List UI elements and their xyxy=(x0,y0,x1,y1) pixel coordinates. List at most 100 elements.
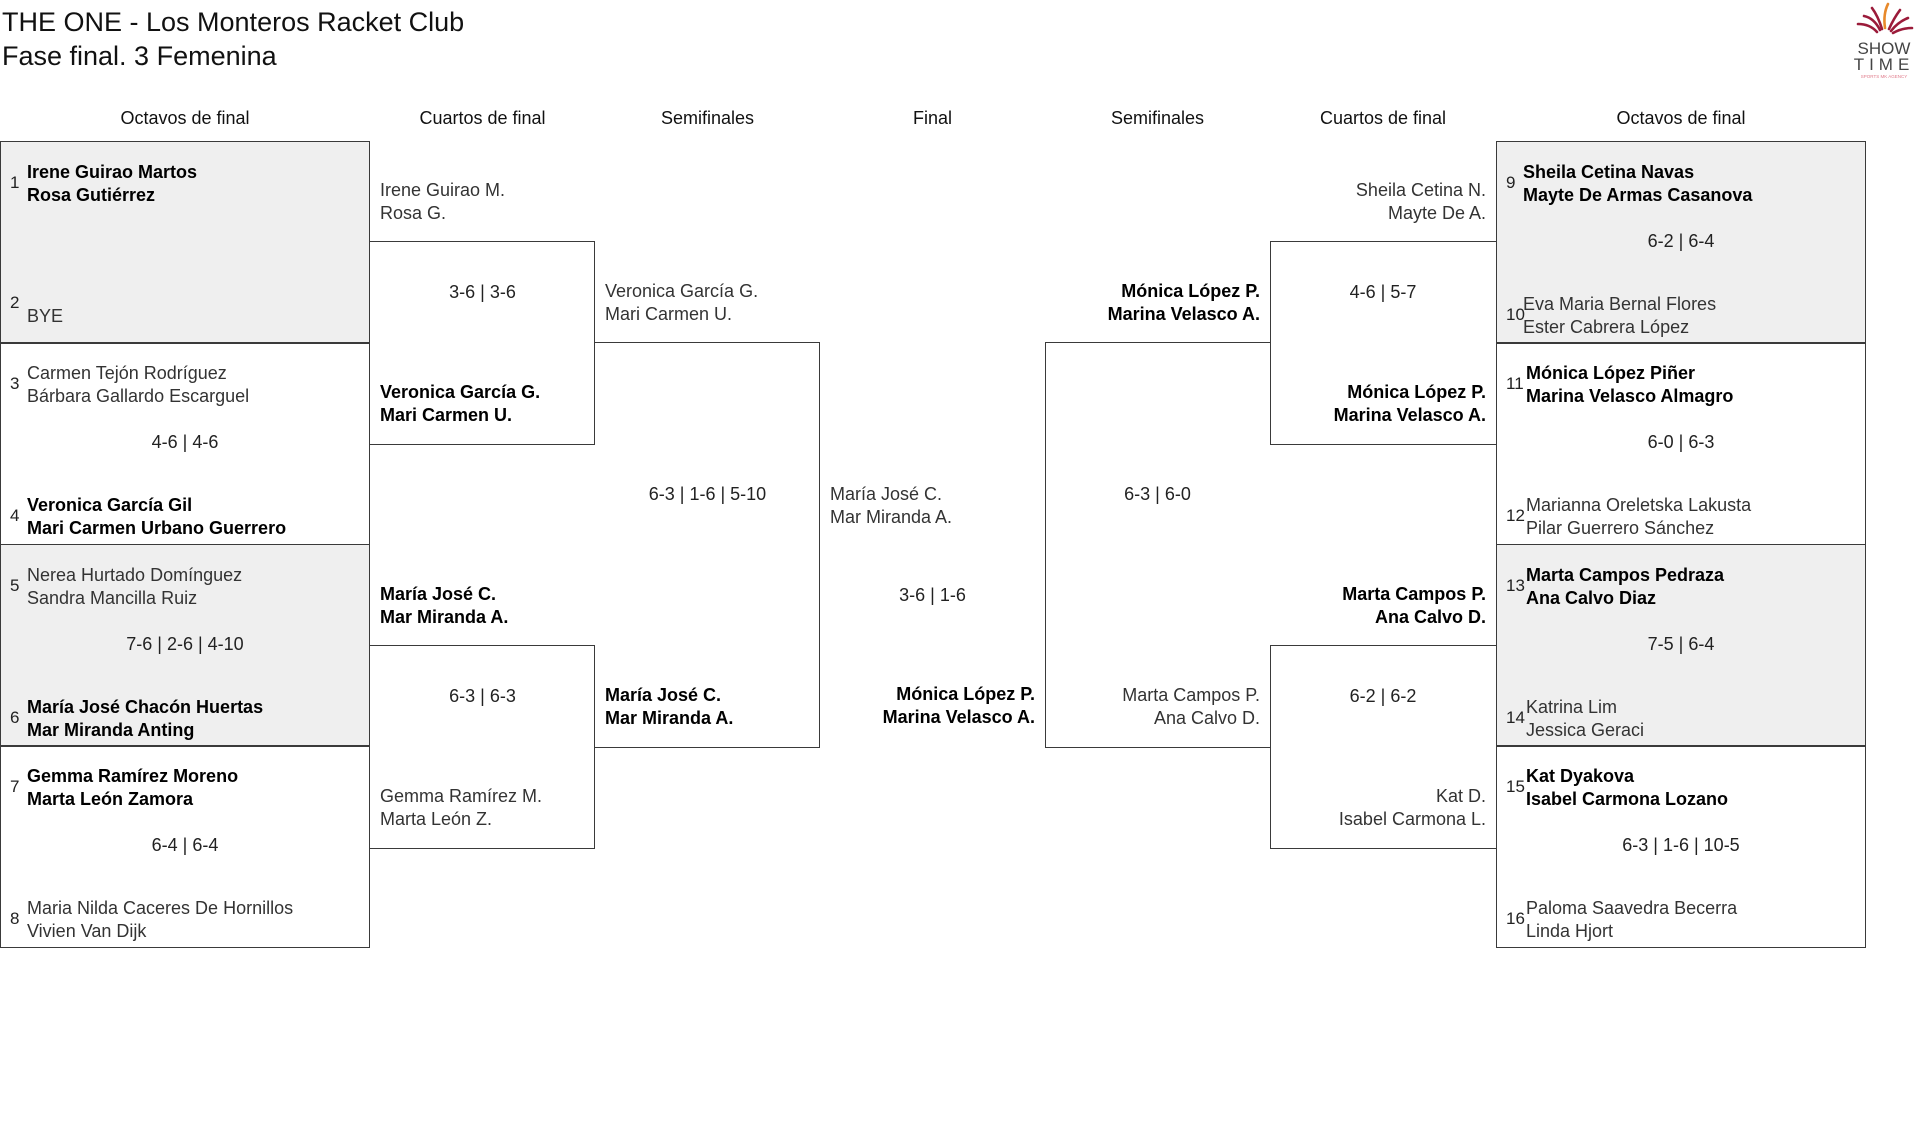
match-box xyxy=(1045,342,1270,748)
player-name: Veronica García Gil xyxy=(27,495,193,516)
player-name: María José C. xyxy=(605,685,722,705)
team-entry[interactable]: Mónica López P.Marina Velasco A. xyxy=(883,683,1035,729)
player-name: Gemma Ramírez M. xyxy=(380,786,543,806)
seed-number: 12 xyxy=(1506,506,1525,526)
match-score: 7-6 | 2-6 | 4-10 xyxy=(126,633,244,654)
svg-text:SPORTS MK AGENCY: SPORTS MK AGENCY xyxy=(1861,74,1907,79)
player-name: Sheila Cetina N. xyxy=(1355,180,1486,200)
match-box xyxy=(595,342,820,748)
player-name: Maria Nilda Caceres De Hornillos xyxy=(27,897,294,918)
player-name: Marta Campos P. xyxy=(1342,584,1486,604)
player-name: Irene Guirao M. xyxy=(380,180,506,200)
player-name: Mónica López P. xyxy=(1347,382,1486,402)
player-name: Mar Miranda Anting xyxy=(27,719,195,740)
match-score: 3-6 | 3-6 xyxy=(449,282,516,302)
match-box xyxy=(0,744,370,948)
match-box xyxy=(370,241,595,445)
player-name: Mónica López P. xyxy=(1121,281,1260,301)
team-entry[interactable]: Marta Campos P. Ana Calvo D. xyxy=(1342,583,1486,629)
round-header: Semifinales xyxy=(660,108,755,128)
seed-number: 11 xyxy=(1506,374,1524,394)
player-name: Marina Velasco Almagro xyxy=(1526,386,1734,407)
player-name: Carmen Tejón Rodríguez xyxy=(27,363,227,384)
round-header: Octavos de final xyxy=(120,108,250,128)
team-entry[interactable]: Mónica López P. Marina Velasco A. xyxy=(1108,280,1260,326)
page-subtitle: Fase final. 3 Femenina xyxy=(2,41,277,71)
round-header: Semifinales xyxy=(1110,108,1205,128)
player-name: Ana Calvo D. xyxy=(1374,607,1486,627)
team-entry[interactable]: Veronica García G.Mari Carmen U. xyxy=(605,280,758,326)
team-entry[interactable]: María José C. Mar Miranda A. xyxy=(605,684,733,730)
team-entry[interactable]: Irene Guirao M. Rosa G. xyxy=(380,179,505,225)
match-score: 4-6 | 5-7 xyxy=(1349,282,1417,302)
player-name: Marta León Z. xyxy=(380,809,493,829)
player-name: Marta Campos Pedraza xyxy=(1526,564,1725,585)
player-name: Paloma Saavedra Becerra xyxy=(1526,897,1738,918)
team-entry[interactable]: Sheila Cetina N.Mayte De A. xyxy=(1356,179,1486,225)
match-box xyxy=(0,543,370,747)
player-name: Mari Carmen U. xyxy=(380,405,513,425)
player-name: Gemma Ramírez Moreno xyxy=(27,765,239,786)
match-score: 6-2 | 6-4 xyxy=(1647,231,1715,251)
showtime-logo: SHOW TIME SPORTS MK AGENCY xyxy=(1852,0,1916,82)
player-name: Katrina Lim xyxy=(1526,696,1618,717)
team-entry[interactable]: María José C.Mar Miranda A. xyxy=(380,583,508,629)
round-header: Cuartos de final xyxy=(1319,108,1447,128)
team-entry[interactable]: Mónica López P. Marina Velasco A. xyxy=(1334,381,1486,427)
player-name: Mayte De Armas Casanova xyxy=(1523,185,1753,205)
seed-number: 4 xyxy=(10,506,20,526)
player-name: Rosa G. xyxy=(380,203,447,223)
match-box xyxy=(370,645,595,849)
player-name: Rosa Gutiérrez xyxy=(27,185,156,205)
player-name: Mar Miranda A. xyxy=(605,708,734,728)
player-name: Isabel Carmona L. xyxy=(1338,809,1486,829)
round-header: Cuartos de final xyxy=(419,108,546,128)
final-score: 3-6 | 1-6 xyxy=(899,585,966,605)
match-box xyxy=(1270,645,1496,849)
player-name: Mar Miranda A. xyxy=(830,507,953,527)
match-score: 6-3 | 6-0 xyxy=(1124,484,1191,504)
seed-number: 5 xyxy=(10,575,20,595)
match-score: 6-2 | 6-2 xyxy=(1349,686,1417,706)
team-entry[interactable]: María José C.Mar Miranda A. xyxy=(830,483,952,529)
match-box xyxy=(1270,241,1496,445)
player-name: Bárbara Gallardo Escarguel xyxy=(27,386,250,407)
player-name: Sandra Mancilla Ruiz xyxy=(27,587,198,608)
player-name: Marina Velasco A. xyxy=(1107,304,1260,324)
player-name: Veronica García G. xyxy=(380,382,541,402)
team-entry[interactable]: Gemma Ramírez M. Marta León Z. xyxy=(380,785,542,831)
player-name: Isabel Carmona Lozano xyxy=(1526,788,1729,809)
match-box xyxy=(1496,543,1866,747)
seed-number: 14 xyxy=(1506,707,1525,727)
player-name: Mar Miranda A. xyxy=(380,607,509,627)
match-box xyxy=(0,141,370,344)
team-entry[interactable]: Veronica García G. Mari Carmen U. xyxy=(380,381,540,427)
team-entry[interactable]: BYE xyxy=(27,305,63,328)
player-name: Nerea Hurtado Domínguez xyxy=(27,564,243,585)
player-name: Kat D. xyxy=(1435,786,1486,806)
team-entry[interactable]: Kat D. Isabel Carmona L. xyxy=(1339,785,1486,831)
page-title: THE ONE - Los Monteros Racket Club xyxy=(2,7,465,37)
player-name: Marina Velasco A. xyxy=(1333,405,1486,425)
svg-text:SHOW: SHOW xyxy=(1858,39,1911,58)
match-box xyxy=(1496,141,1866,344)
seed-number: 6 xyxy=(10,707,20,727)
player-name: María José Chacón Huertas xyxy=(27,696,264,717)
player-name: Pilar Guerrero Sánchez xyxy=(1526,518,1715,539)
team-entry[interactable]: Marta Campos P.Ana Calvo D. xyxy=(1122,684,1260,730)
